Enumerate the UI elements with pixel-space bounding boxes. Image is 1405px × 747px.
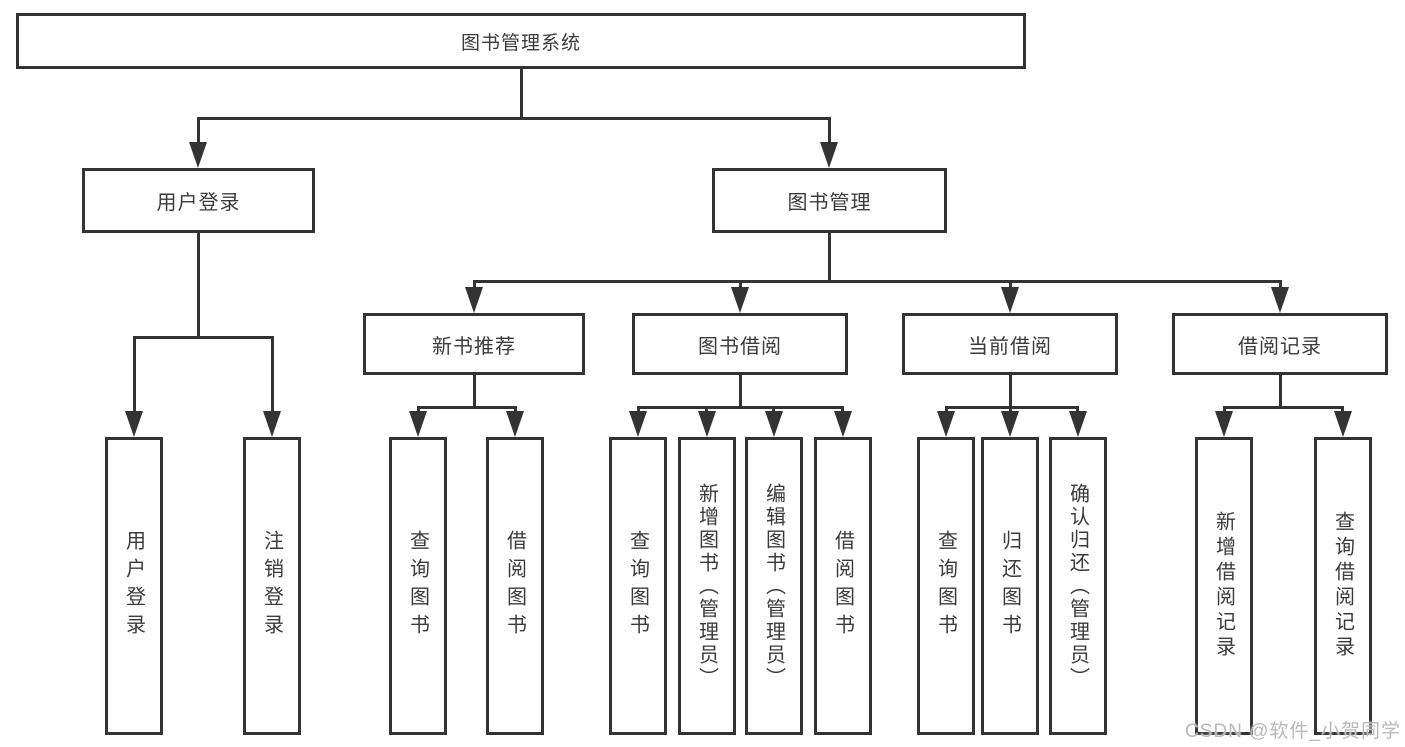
- connector-current-arm-2: [1009, 406, 1012, 413]
- connector-borrow-arm-2: [705, 406, 708, 413]
- node-current-borrow: 当前借阅: [902, 313, 1118, 375]
- node-leaf-borrow-borrow: 借阅图书: [814, 437, 872, 735]
- arrowhead-records-child-1: [1215, 411, 1233, 437]
- node-leaf-current-return: 归还图书: [981, 437, 1039, 735]
- connector-mgmt-arm: [828, 117, 831, 145]
- arrowhead-borrow-child-3: [765, 411, 783, 437]
- connector-current-bar: [945, 406, 1079, 409]
- connector-root-stem: [520, 69, 523, 117]
- connector-newbook-bar: [417, 406, 516, 409]
- node-leaf-current-confirm-admin: 确认归还（管理员）: [1049, 437, 1107, 735]
- connector-current-arm-3: [1076, 406, 1079, 413]
- node-leaf-records-query: 查询借阅记录: [1314, 437, 1372, 735]
- node-leaf-newbook-query: 查询图书: [389, 437, 447, 735]
- connector-current-stem: [1009, 375, 1012, 406]
- node-book-management: 图书管理: [712, 168, 947, 233]
- connector-mgmt-arm-2: [739, 280, 742, 289]
- arrowhead-login-child-2: [263, 411, 281, 437]
- arrowhead-borrow-child-2: [698, 411, 716, 437]
- csdn-watermark: CSDN @软件_小贺同学: [1185, 721, 1401, 742]
- node-leaf-user-login: 用户登录: [105, 437, 163, 735]
- connector-mgmt-bar: [473, 280, 1281, 283]
- node-leaf-records-add: 新增借阅记录: [1195, 437, 1253, 735]
- arrowhead-current-child-3: [1069, 411, 1087, 437]
- connector-borrow-arm-4: [841, 406, 844, 413]
- connector-login-arm-1: [133, 336, 136, 413]
- node-user-login: 用户登录: [82, 168, 315, 233]
- arrowhead-current-child-1: [937, 411, 955, 437]
- connector-borrow-stem: [739, 375, 742, 406]
- connector-login-stem: [197, 233, 200, 336]
- arrowhead-borrow-child-4: [834, 411, 852, 437]
- arrowhead-to-records: [1271, 287, 1289, 313]
- arrowhead-to-current: [1001, 287, 1019, 313]
- connector-records-arm-2: [1341, 406, 1344, 413]
- connector-newbook-stem: [473, 375, 476, 406]
- arrowhead-borrow-child-1: [629, 411, 647, 437]
- arrowhead-to-mgmt: [820, 142, 838, 168]
- node-root-library-system: 图书管理系统: [16, 13, 1026, 69]
- connector-records-arm-1: [1223, 406, 1226, 413]
- connector-records-bar: [1223, 406, 1344, 409]
- connector-borrow-arm-3: [772, 406, 775, 413]
- connector-newbook-arm-2: [514, 406, 517, 413]
- connector-root-bar: [197, 117, 831, 120]
- node-leaf-logout: 注销登录: [243, 437, 301, 735]
- connector-borrow-bar: [637, 406, 844, 409]
- connector-newbook-arm-1: [417, 406, 420, 413]
- connector-mgmt-stem: [828, 233, 831, 280]
- arrowhead-login-child-1: [125, 411, 143, 437]
- connector-borrow-arm-1: [637, 406, 640, 413]
- arrowhead-newbook-child-1: [409, 411, 427, 437]
- connector-login-arm-2: [271, 336, 274, 413]
- node-leaf-newbook-borrow: 借阅图书: [486, 437, 544, 735]
- node-borrow-records: 借阅记录: [1172, 313, 1388, 375]
- connector-current-arm-1: [945, 406, 948, 413]
- node-leaf-borrow-edit-admin: 编辑图书（管理员）: [745, 437, 803, 735]
- node-book-borrow: 图书借阅: [632, 313, 848, 375]
- node-leaf-borrow-add-admin: 新增图书（管理员）: [678, 437, 736, 735]
- connector-mgmt-arm-1: [473, 280, 476, 289]
- connector-login-arm: [197, 117, 200, 145]
- connector-records-stem: [1279, 375, 1282, 406]
- node-leaf-borrow-query: 查询图书: [609, 437, 667, 735]
- node-leaf-current-query: 查询图书: [917, 437, 975, 735]
- connector-mgmt-arm-3: [1009, 280, 1012, 289]
- arrowhead-current-child-2: [1001, 411, 1019, 437]
- arrowhead-records-child-2: [1334, 411, 1352, 437]
- connector-mgmt-arm-4: [1279, 280, 1282, 289]
- arrowhead-to-login: [189, 142, 207, 168]
- connector-login-bar: [133, 336, 274, 339]
- node-new-book-recommend: 新书推荐: [363, 313, 585, 375]
- arrowhead-to-borrow: [731, 287, 749, 313]
- arrowhead-to-new-book: [465, 287, 483, 313]
- arrowhead-newbook-child-2: [506, 411, 524, 437]
